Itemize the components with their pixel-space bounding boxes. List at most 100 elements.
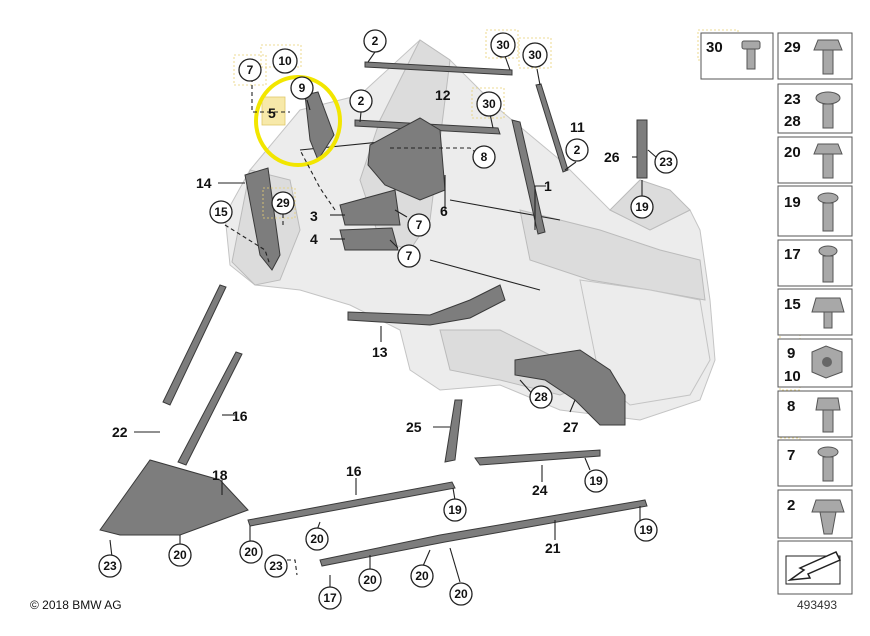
label-24: 24 xyxy=(532,482,548,498)
callout-20a: 20 xyxy=(168,543,192,567)
callout-19a: 19 xyxy=(630,195,654,219)
callout-20b: 20 xyxy=(239,540,263,564)
callout-30c: 30 xyxy=(476,91,502,117)
callout-20f: 20 xyxy=(449,582,473,606)
callout-7a: 7 xyxy=(238,58,262,82)
svg-text:30: 30 xyxy=(482,97,496,111)
part-16b-strut xyxy=(247,481,456,527)
highlight-ring xyxy=(254,75,342,167)
fastener-panel: 30 29 23 28 20 19 17 15 9 10 8 7 2 xyxy=(700,32,853,595)
svg-text:2: 2 xyxy=(372,34,379,48)
panel-label-8: 8 xyxy=(787,398,795,415)
svg-text:23: 23 xyxy=(269,559,283,573)
callout-30a: 30 xyxy=(490,32,516,58)
part-22-strut xyxy=(162,284,227,406)
label-3: 3 xyxy=(310,208,318,224)
svg-text:2: 2 xyxy=(574,143,581,157)
part-number-labels: 1 3 4 5 6 11 12 13 14 16 16 18 21 22 24 … xyxy=(112,87,620,556)
torx-bolt-icon xyxy=(817,192,839,232)
callout-19c: 19 xyxy=(443,498,467,522)
label-12: 12 xyxy=(435,87,451,103)
panel-label-29: 29 xyxy=(784,39,801,56)
panel-cell-30 xyxy=(700,32,774,80)
diagram-reference-number: 493493 xyxy=(797,598,837,612)
part-8-support xyxy=(367,117,446,201)
svg-text:2: 2 xyxy=(358,94,365,108)
part-1-spring-strut-tower-brace xyxy=(511,119,546,235)
callout-30b: 30 xyxy=(522,42,548,68)
part-12-strut-brace xyxy=(364,61,513,76)
svg-text:29: 29 xyxy=(276,196,290,210)
panel-label-10: 10 xyxy=(784,368,801,385)
part-24-strut xyxy=(474,449,601,466)
part-3-bracket xyxy=(339,189,401,226)
svg-text:23: 23 xyxy=(103,559,117,573)
svg-text:23: 23 xyxy=(659,155,673,169)
label-11: 11 xyxy=(570,119,585,135)
svg-text:17: 17 xyxy=(323,591,337,605)
hex-nut-icon xyxy=(811,297,845,329)
panel-label-20: 20 xyxy=(784,144,801,161)
part-4-bracket xyxy=(339,227,399,251)
panel-label-23: 23 xyxy=(784,91,801,108)
callout-9: 9 xyxy=(290,76,314,100)
callout-17a: 17 xyxy=(318,586,342,610)
svg-text:20: 20 xyxy=(363,573,377,587)
label-4: 4 xyxy=(310,231,318,247)
callout-20e: 20 xyxy=(410,564,434,588)
panel-label-19: 19 xyxy=(784,194,801,211)
spreader-nut-icon xyxy=(811,499,845,535)
svg-text:20: 20 xyxy=(244,545,258,559)
hex-flange-bolt-icon xyxy=(813,39,843,75)
part-26-strut xyxy=(636,119,648,179)
label-14: 14 xyxy=(196,175,212,191)
callout-20d: 20 xyxy=(358,568,382,592)
svg-text:7: 7 xyxy=(247,63,254,77)
part-16a-strut xyxy=(177,351,243,466)
svg-text:19: 19 xyxy=(635,200,649,214)
callouts: 2 2 2 7 7 7 8 9 10 15 17 19 19 19 19 20 … xyxy=(98,29,678,610)
callout-29: 29 xyxy=(271,191,295,215)
part-25-strut xyxy=(444,399,463,463)
direction-arrow-icon xyxy=(785,551,842,585)
brace-parts xyxy=(99,61,648,567)
callout-19b: 19 xyxy=(584,469,608,493)
highlight-box-5 xyxy=(261,96,286,126)
panel-label-7: 7 xyxy=(787,447,795,464)
callout-8: 8 xyxy=(472,145,496,169)
callout-2b: 2 xyxy=(349,89,373,113)
collar-bolt-icon xyxy=(815,91,841,129)
callout-23c: 23 xyxy=(264,554,288,578)
panel-label-2: 2 xyxy=(787,497,795,514)
svg-text:20: 20 xyxy=(454,587,468,601)
svg-text:20: 20 xyxy=(310,532,324,546)
part-21-strut xyxy=(319,499,648,567)
svg-text:20: 20 xyxy=(415,569,429,583)
label-26: 26 xyxy=(604,149,620,165)
svg-text:10: 10 xyxy=(278,54,292,68)
label-27: 27 xyxy=(563,419,579,435)
panel-label-9: 9 xyxy=(787,345,795,362)
svg-text:19: 19 xyxy=(589,474,603,488)
label-21: 21 xyxy=(545,540,561,556)
panel-cell-29 xyxy=(777,32,853,80)
part-27-support xyxy=(514,349,626,426)
collar-bolt-icon xyxy=(741,40,761,70)
svg-text:19: 19 xyxy=(639,523,653,537)
svg-text:28: 28 xyxy=(534,390,548,404)
callout-20c: 20 xyxy=(305,527,329,551)
panel-label-30: 30 xyxy=(706,39,723,56)
callout-19d: 19 xyxy=(634,518,658,542)
panel-label-17: 17 xyxy=(784,246,801,263)
label-5: 5 xyxy=(268,105,276,121)
callout-23a: 23 xyxy=(654,150,678,174)
svg-text:30: 30 xyxy=(496,38,510,52)
svg-text:15: 15 xyxy=(214,205,228,219)
callout-7b: 7 xyxy=(407,213,431,237)
hex-flange-bolt-icon xyxy=(815,397,841,433)
callout-28: 28 xyxy=(529,385,553,409)
torx-bolt-icon xyxy=(817,446,839,482)
label-16b: 16 xyxy=(346,463,362,479)
torx-bolt-icon xyxy=(818,245,838,283)
